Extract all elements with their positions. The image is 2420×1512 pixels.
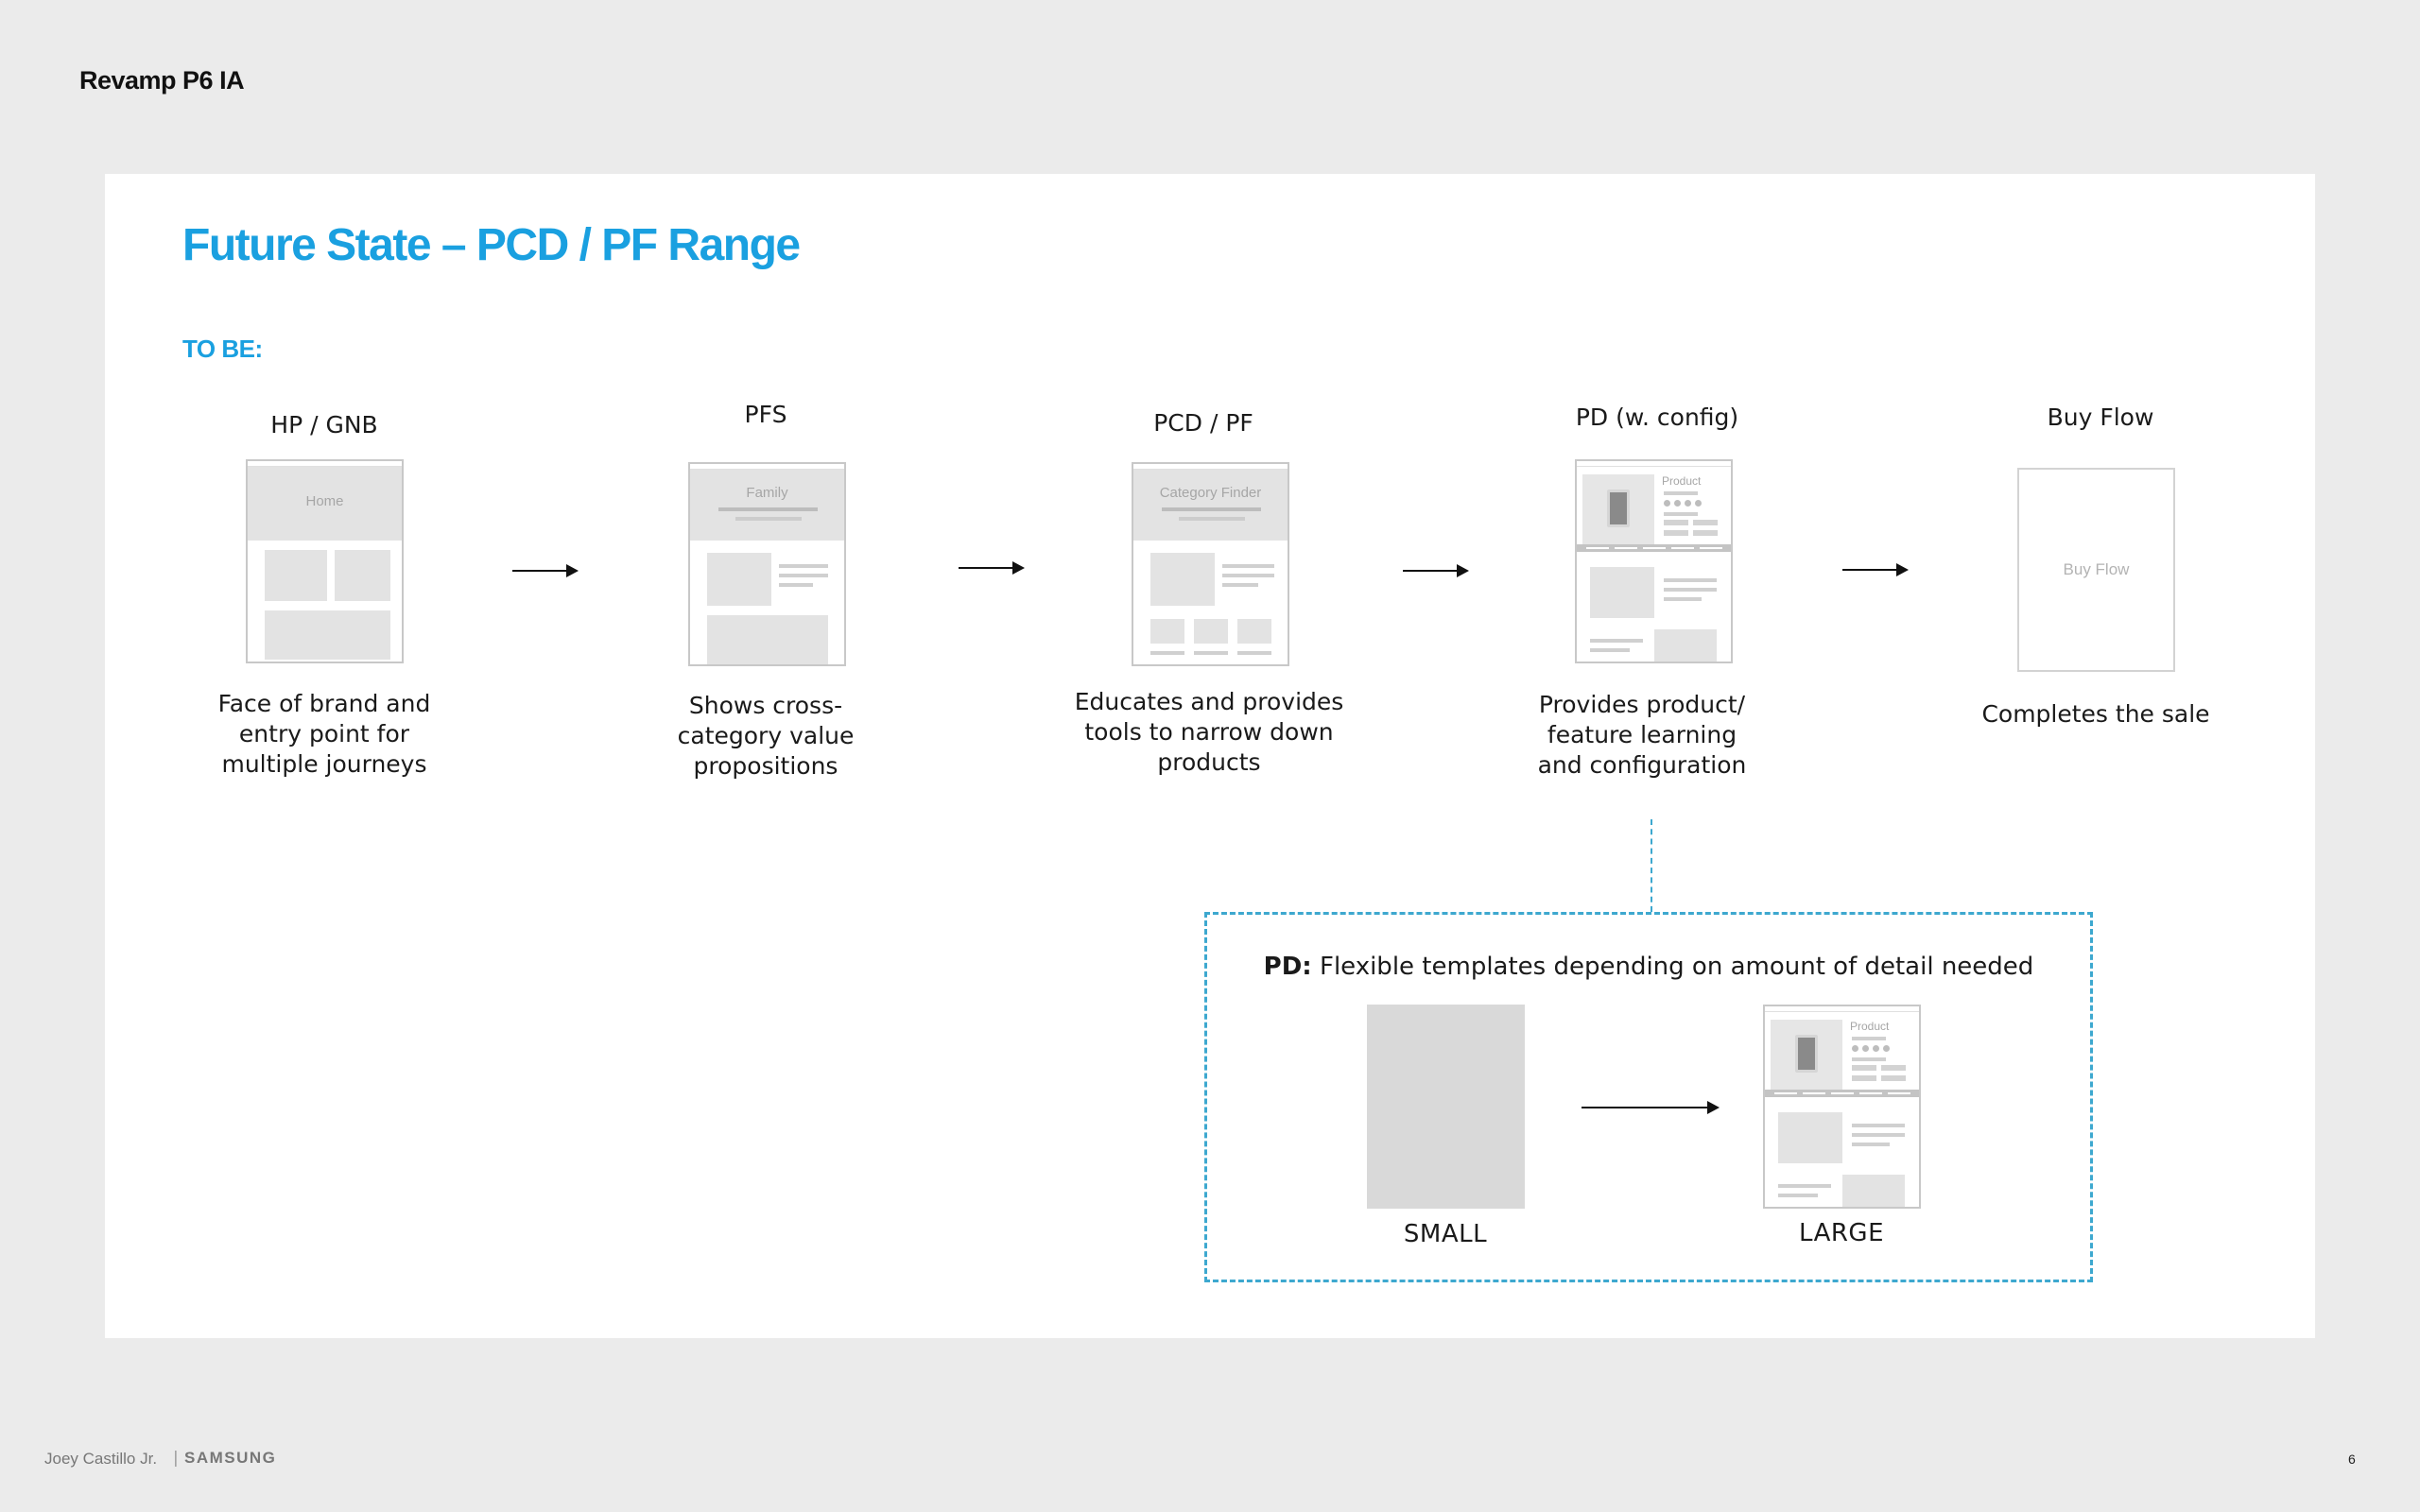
footer-brand-logo: SAMSUNG [184,1449,277,1467]
footer-separator: | [173,1449,179,1468]
slide-title: Future State – PCD / PF Range [182,220,801,270]
large-label: LARGE [1798,1219,1884,1247]
step-desc-buy-flow: Completes the sale [1981,700,2210,728]
to-be-label: TO BE: [182,335,263,363]
step-desc-pd-config: Provides product/ feature learning and c… [1537,691,1747,779]
large-wire-product-text: Product [1850,1020,1890,1033]
footer-author: Joey Castillo Jr. [44,1450,158,1468]
wire-category-finder-text: Category Finder [1159,485,1262,501]
small-to-large-arrow [1582,1101,1720,1114]
page-number: 6 [2348,1452,2356,1467]
wireframe-family: Family [688,462,846,666]
wire-home-text: Home [305,493,344,509]
wire-buy-flow-text: Buy Flow [2063,560,2130,578]
flow-arrow-2 [959,561,1025,575]
step-label-hp-gnb: HP / GNB [270,411,378,438]
flow-arrow-1 [512,564,579,577]
pd-connector-line [1651,819,1652,912]
wireframe-buy-flow: Buy Flow [2017,468,2175,672]
flow-arrow-4 [1842,563,1909,576]
small-template [1367,1005,1525,1209]
step-desc-pcd-pf: Educates and provides tools to narrow do… [1074,688,1344,776]
wire-family-text: Family [746,485,788,501]
flow-arrow-3 [1403,564,1469,577]
wireframe-home: Home [246,459,404,663]
pd-templates-box: PD: Flexible templates depending on amou… [1204,912,2093,1282]
deck-title: Revamp P6 IA [79,66,245,94]
step-label-pd-config: PD (w. config) [1575,404,1739,431]
step-label-pcd-pf: PCD / PF [1153,409,1253,437]
step-desc-hp-gnb: Face of brand and entry point for multip… [217,690,431,778]
small-label: SMALL [1403,1220,1488,1248]
step-label-pfs: PFS [744,401,787,428]
step-label-buy-flow: Buy Flow [2047,404,2154,431]
pd-caption: PD: Flexible templates depending on amou… [1263,953,2034,981]
wireframe-category-finder: Category Finder [1132,462,1289,666]
large-template: Product [1763,1005,1921,1209]
slide-card: Future State – PCD / PF Range TO BE: HP … [105,174,2315,1338]
step-desc-pfs: Shows cross- category value propositions [677,692,855,780]
wireframe-product: Product [1575,459,1733,663]
wire-product-text: Product [1662,474,1702,488]
